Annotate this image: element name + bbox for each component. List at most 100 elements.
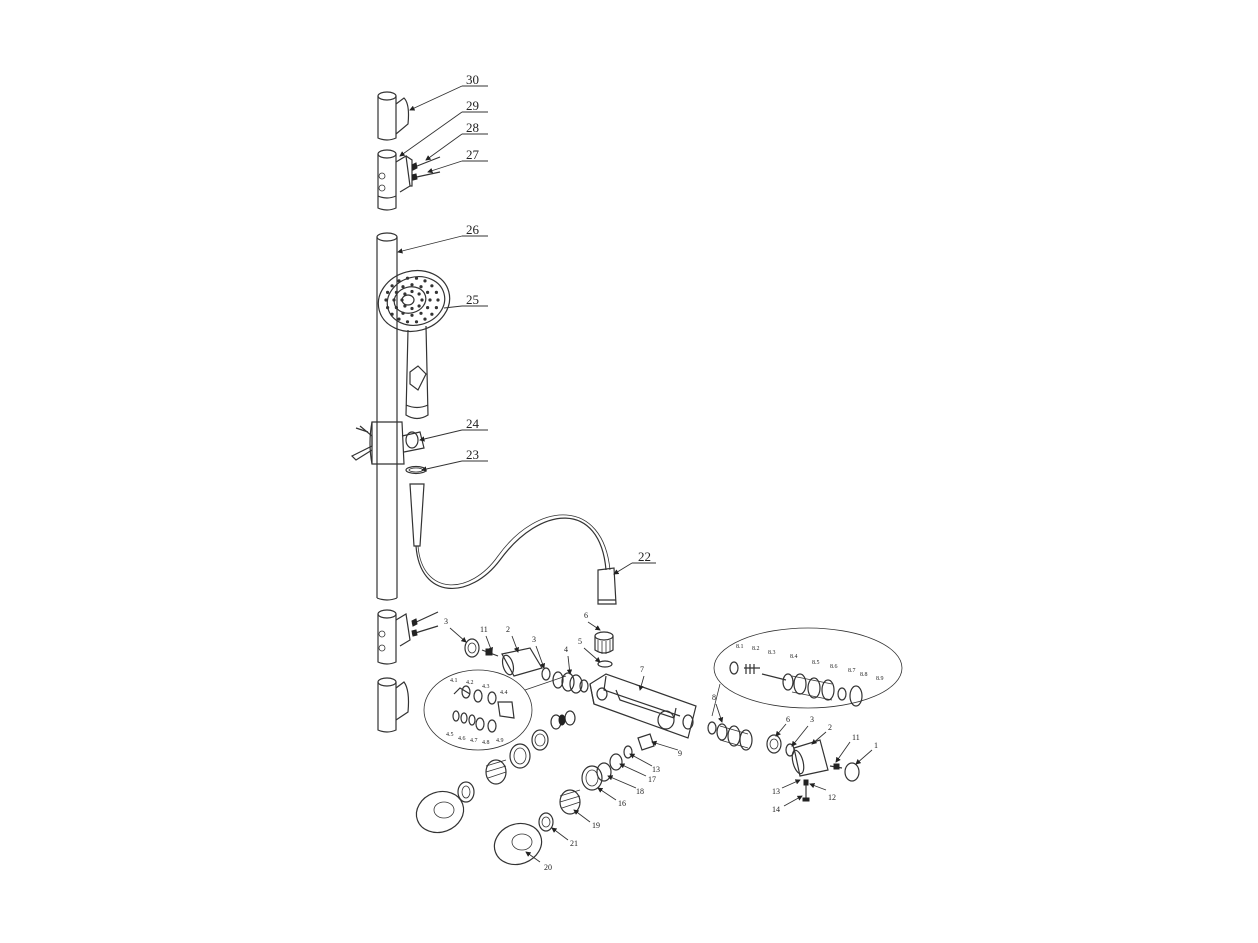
- right-ring-6: [766, 734, 782, 754]
- detail-right-label-8: 8.9: [876, 676, 884, 682]
- nozzle-dot: [394, 306, 398, 310]
- nozzle-dot: [394, 290, 398, 294]
- nozzle-dot: [417, 292, 421, 296]
- detail-left-label-2: 4.3: [482, 684, 490, 690]
- nozzle-dot: [428, 298, 432, 302]
- label-18: 18: [636, 787, 644, 796]
- label-13-right: 13: [772, 787, 780, 796]
- label-4: 4: [564, 645, 568, 654]
- label-11-right: 11: [852, 733, 860, 742]
- label-17: 17: [648, 775, 656, 784]
- nozzle-dot: [410, 306, 414, 311]
- nozzle-dot: [386, 306, 390, 310]
- hand-shower: [377, 269, 451, 420]
- label-28: 28: [466, 120, 479, 135]
- label-19: 19: [592, 821, 600, 830]
- nozzle-dot: [430, 312, 434, 316]
- top-knob-6: [594, 631, 614, 654]
- nozzle-dot: [386, 290, 390, 294]
- bottom-bracket-cap: [377, 677, 410, 733]
- label-16: 16: [618, 799, 626, 808]
- detail-left-label-5: 4.6: [458, 736, 466, 742]
- nozzle-dot: [419, 311, 423, 315]
- ring-17: [609, 753, 623, 771]
- detail-right-label-0: 8.1: [736, 644, 744, 650]
- left-cartridge-4: [552, 671, 589, 694]
- left-screw-11: [481, 648, 499, 657]
- label-2-right: 2: [828, 723, 832, 732]
- left-nut-small: [550, 710, 576, 730]
- nozzle-dot: [403, 292, 407, 296]
- detail-right-label-3: 8.4: [790, 654, 798, 660]
- top-bracket-cap: [377, 91, 410, 141]
- label-9: 9: [678, 749, 682, 758]
- label-6-top: 6: [584, 611, 588, 620]
- right-cap-1: [844, 762, 860, 782]
- detail-left-label-0: 4.1: [450, 678, 458, 684]
- small-seal-9: [637, 733, 655, 751]
- label-3-left: 3: [444, 617, 448, 626]
- leader-lines: [397, 85, 873, 863]
- label-8: 8: [712, 693, 716, 702]
- label-22: 22: [638, 549, 651, 564]
- valve-body: [589, 673, 697, 739]
- label-30: 30: [466, 72, 479, 87]
- label-5: 5: [578, 637, 582, 646]
- nozzle-dot: [423, 317, 427, 321]
- left-handle-2: [501, 647, 543, 677]
- nozzle-dot: [397, 317, 401, 321]
- part-number-labels: 30 29 28 27 26 25 24 23 22 3 11 2 3 4 6 …: [444, 72, 878, 872]
- label-26: 26: [466, 222, 480, 237]
- right-handle-2: [791, 739, 829, 777]
- left-union-nut: [509, 729, 549, 769]
- right-cartridge-8: [707, 721, 753, 751]
- right-screw-11: [829, 763, 843, 770]
- detail-left-label-8: 4.9: [496, 738, 504, 744]
- nozzle-dot: [419, 285, 423, 289]
- nozzle-dot: [405, 320, 410, 324]
- nozzle-dot: [410, 283, 414, 287]
- nozzle-dot: [401, 285, 405, 289]
- label-29: 29: [466, 98, 479, 113]
- nut-18: [596, 762, 612, 782]
- nozzle-dot: [397, 279, 401, 283]
- nozzle-dot: [434, 290, 438, 294]
- shower-hose: [409, 483, 617, 605]
- nozzle-dot: [426, 306, 430, 310]
- detail-right-label-2: 8.3: [768, 650, 776, 656]
- left-detail-callout: [423, 669, 567, 751]
- nozzle-dot: [423, 279, 427, 283]
- detail-left-label-7: 4.8: [482, 740, 490, 746]
- left-wall-flange: [415, 790, 465, 834]
- detail-right-label-1: 8.2: [752, 646, 760, 652]
- flange-20: [493, 822, 543, 866]
- lower-rail-holder: [377, 609, 439, 665]
- label-2-left: 2: [506, 625, 510, 634]
- nozzle-dot: [430, 284, 434, 288]
- label-25: 25: [466, 292, 479, 307]
- left-ring-3: [541, 667, 551, 681]
- nozzle-dot: [417, 304, 421, 308]
- nozzle-dot: [414, 276, 419, 280]
- detail-left-label-6: 4.7: [470, 738, 478, 744]
- upper-rail-holder: [377, 149, 413, 211]
- label-1: 1: [874, 741, 878, 750]
- label-21: 21: [570, 839, 578, 848]
- nozzle-dot: [390, 312, 394, 316]
- detail-right-label-6: 8.7: [848, 668, 856, 674]
- detail-right-label-4: 8.5: [812, 660, 820, 666]
- detail-left-label-4: 4.5: [446, 732, 454, 738]
- label-23: 23: [466, 447, 479, 462]
- label-6-right: 6: [786, 715, 790, 724]
- eccentric-19: [559, 789, 581, 815]
- nozzle-dot: [400, 298, 404, 302]
- left-eccentric-connector: [457, 759, 507, 803]
- nozzle-dot: [434, 306, 438, 310]
- nozzle-dot: [410, 313, 414, 317]
- nozzle-dot: [403, 304, 407, 308]
- detail-left-label-3: 4.4: [500, 690, 508, 696]
- o-ring-5: [597, 660, 613, 668]
- nozzle-dot: [436, 298, 440, 302]
